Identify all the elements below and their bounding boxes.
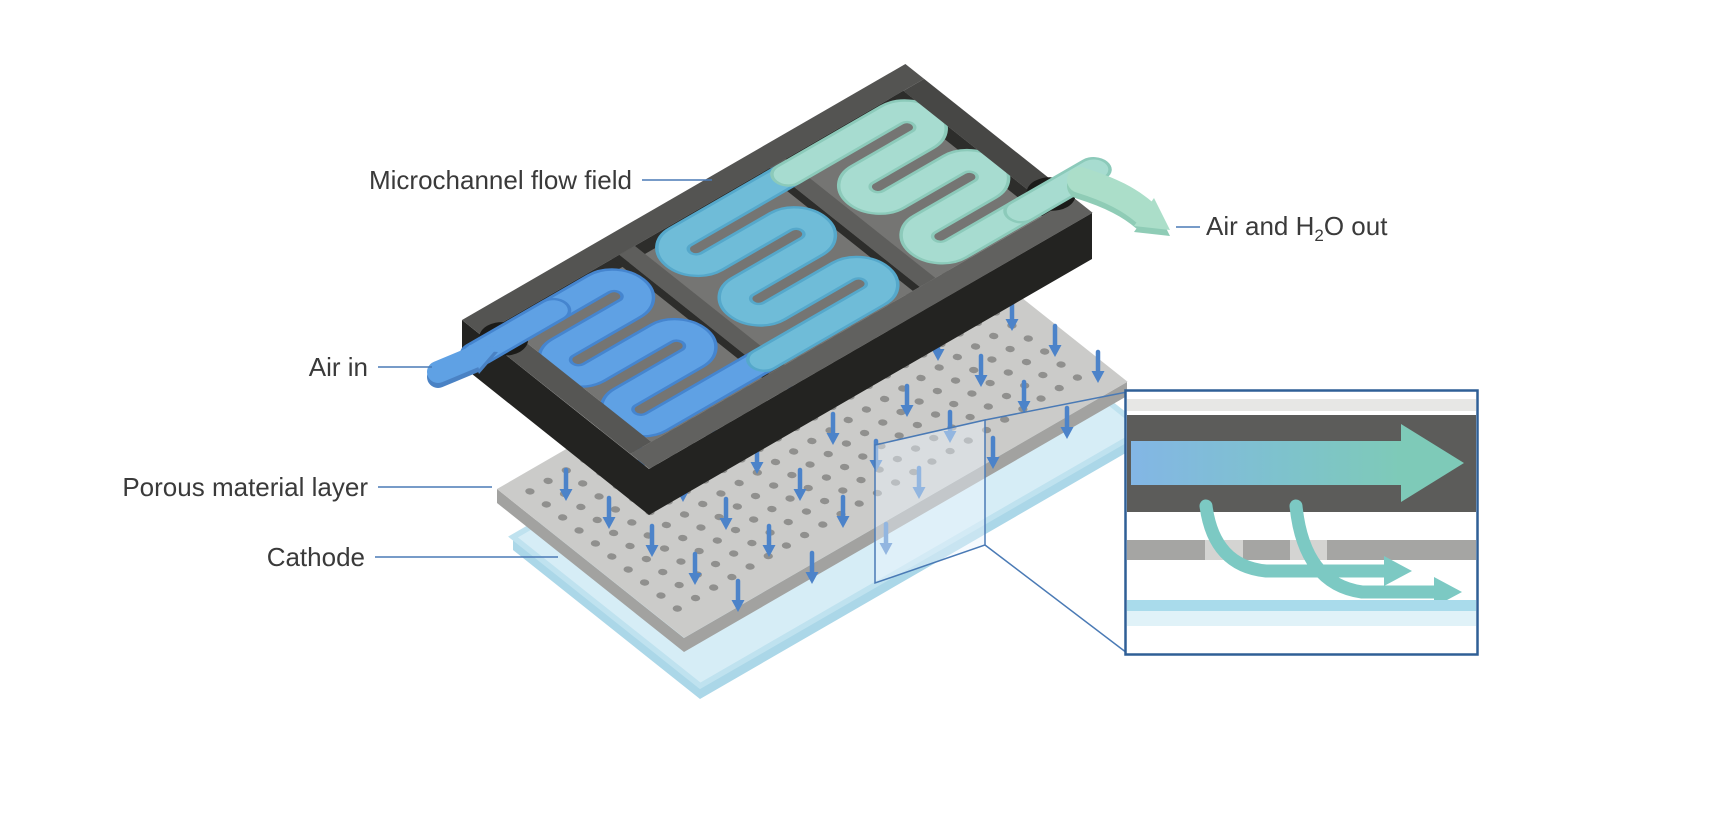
inset-branch-arrows (1199, 499, 1462, 607)
frame-dividers (612, 158, 936, 378)
serpentine-channel (501, 99, 1052, 438)
label-air-out-subscript: 2 (1314, 226, 1324, 245)
frame-walls (462, 64, 1093, 469)
zoom-slice (874, 391, 1128, 654)
zoom-inset (1124, 389, 1479, 656)
leader-lines (375, 179, 1200, 558)
air-out-arrow (1067, 167, 1170, 236)
label-microchannel-flow-field: Microchannel flow field (368, 165, 632, 195)
label-air-out-prefix: Air and H (1206, 211, 1315, 241)
label-cathode: Cathode (266, 542, 365, 572)
label-air-and-h2o-out: Air and H2O out (1206, 211, 1387, 251)
label-air-out-suffix: O out (1323, 211, 1388, 241)
label-air-in: Air in (308, 352, 368, 382)
inset-top-plate (1127, 399, 1476, 411)
flow-field-frame (460, 64, 1112, 515)
inset-main-flow-arrow (1131, 424, 1464, 502)
air-in-arrow (427, 345, 498, 388)
label-porous-material-layer: Porous material layer (122, 472, 368, 502)
inset-cathode-layer (1127, 600, 1476, 626)
inset-border (1124, 389, 1479, 656)
